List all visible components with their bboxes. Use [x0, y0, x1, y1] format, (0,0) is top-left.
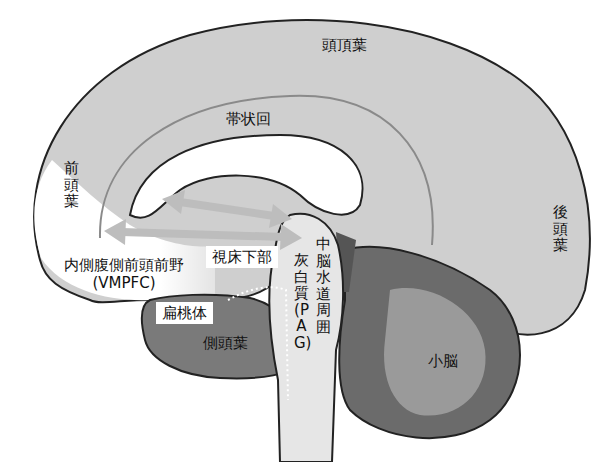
- cerebellum: [339, 247, 520, 438]
- region-box: 扁桃体: [156, 302, 213, 324]
- lobe-label: 頭頂葉: [322, 36, 367, 54]
- lobe-label: 後頭葉: [553, 204, 568, 254]
- region-label: 扁桃体: [162, 304, 207, 322]
- brainstem: [269, 214, 343, 462]
- cerebellum-inner: [384, 288, 486, 415]
- pathway-arrow: [162, 190, 292, 228]
- region-label: 内側腹側前頭前野 (VMPFC): [44, 256, 204, 292]
- region-label: 帯状回: [226, 110, 271, 128]
- region-box: 視床下部: [206, 246, 278, 268]
- lobe-label: 側頭葉: [203, 334, 248, 352]
- region-label: 小脳: [428, 352, 458, 370]
- lobe-label: 前頭葉: [64, 160, 79, 210]
- region-label: 視床下部: [212, 248, 272, 266]
- corpus-callosum: [130, 135, 362, 218]
- cingulate-outline: [100, 96, 433, 245]
- region-label: 灰白質(PAG): [294, 252, 309, 351]
- region-label: 中脳水道周囲: [316, 236, 331, 335]
